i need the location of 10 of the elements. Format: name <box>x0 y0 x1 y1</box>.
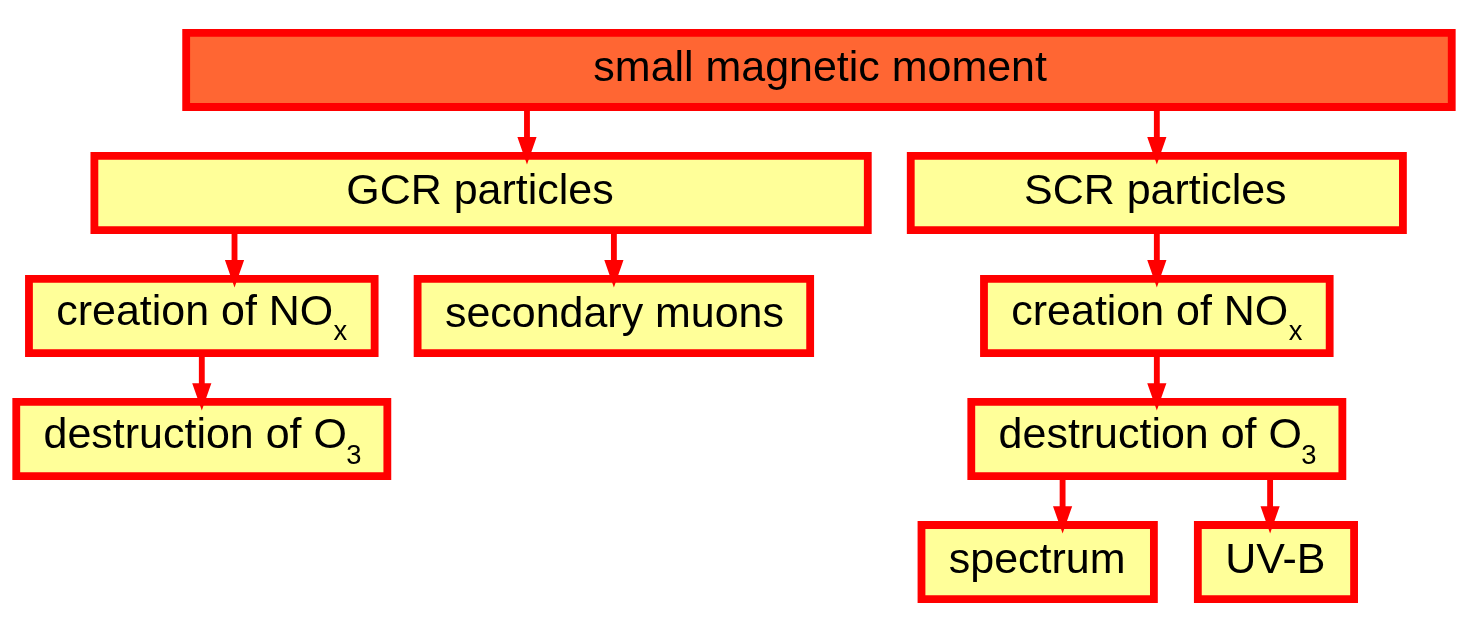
node-box: GCR particles <box>90 151 872 234</box>
node-box: spectrum <box>917 520 1158 603</box>
node-box: secondary muons <box>413 274 815 357</box>
node-box: destruction of O$_{3}$ <box>12 397 392 480</box>
node-box: creation of NO$_{x}$ <box>980 274 1334 357</box>
node-box: UV-B <box>1193 520 1358 603</box>
node-box: destruction of O$_{3}$ <box>967 397 1347 480</box>
node-box: small magnetic moment <box>182 28 1456 111</box>
node-box: SCR particles <box>906 151 1407 234</box>
node-box: creation of NO$_{x}$ <box>25 274 379 357</box>
